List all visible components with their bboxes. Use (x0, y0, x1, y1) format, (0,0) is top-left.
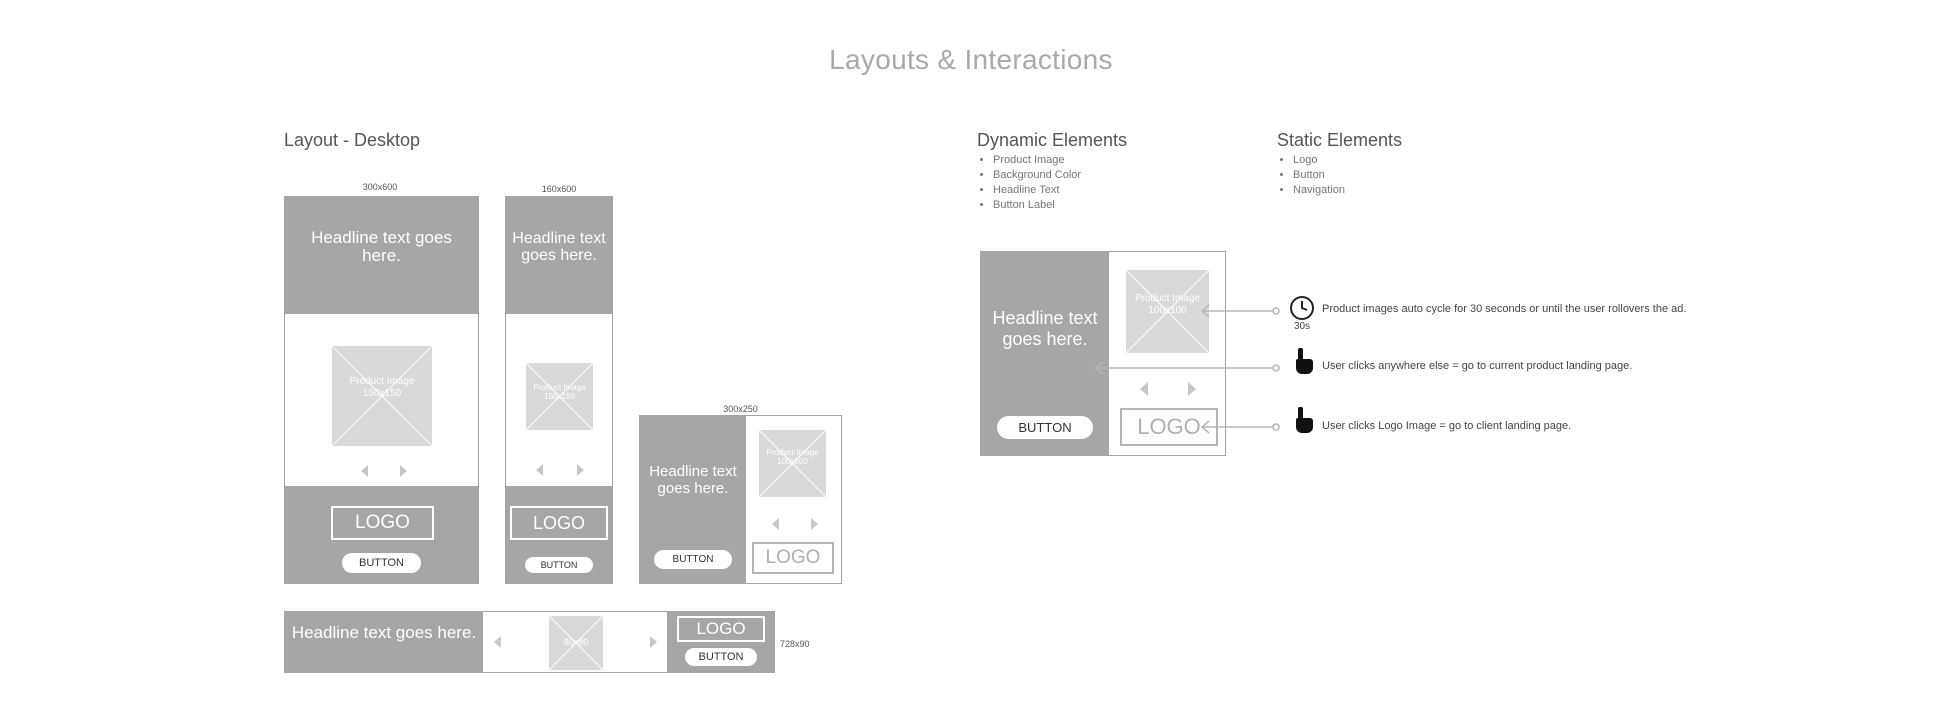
connector-arrows (1094, 304, 1280, 434)
ad-300x250-product-image: Product Image 100x100 (759, 430, 826, 497)
chevron-right-icon[interactable] (808, 517, 820, 531)
ad-300x600-button[interactable]: BUTTON (342, 553, 421, 573)
ad-728x90-logo[interactable]: LOGO (677, 616, 765, 642)
chevron-right-icon[interactable] (647, 635, 659, 649)
ad-728x90-size-label: 728x90 (780, 639, 810, 649)
list-item: Headline Text (993, 183, 1081, 198)
ad-728x90: Headline text goes here. 80x80 LOGO BUTT… (284, 611, 775, 673)
ad-160x600-image-label: Product Image 150x150 (533, 383, 586, 402)
dynamic-elements-list: Product Image Background Color Headline … (978, 153, 1081, 213)
ad-300x250-image-label: Product Image 100x100 (766, 448, 819, 467)
ad-160x600-headline-panel: Headline text goes here. (506, 197, 612, 314)
ad-300x250-size-label: 300x250 (723, 404, 758, 414)
list-item: Button (1293, 168, 1345, 183)
list-item: Product Image (993, 153, 1081, 168)
ad-300x250-headline-panel: Headline text goes here. BUTTON (640, 416, 746, 583)
ad-160x600-product-image: Product Image 150x150 (526, 363, 593, 430)
ad-728x90-image-label: 80x80 (563, 637, 589, 647)
chevron-left-icon[interactable] (1138, 381, 1150, 397)
ad-300x600-headline: Headline text goes here. (311, 228, 452, 265)
dynamic-elements-title: Dynamic Elements (977, 130, 1128, 150)
ad-300x600-headline-panel: Headline text goes here. (285, 197, 478, 314)
ad-728x90-footer-panel: LOGO BUTTON (667, 612, 774, 672)
interaction-ad-headline-panel: Headline text goes here. BUTTON (981, 252, 1109, 455)
ad-728x90-headline: Headline text goes here. (291, 623, 477, 642)
desktop-section-title: Layout - Desktop (284, 130, 421, 150)
interaction-ad-image-label: Product Image 100x100 (1134, 293, 1201, 316)
static-elements-title: Static Elements (1277, 130, 1403, 150)
interaction-ad[interactable]: Headline text goes here. BUTTON Product … (980, 251, 1226, 456)
hand-pointer-icon (1296, 407, 1313, 433)
static-elements-list: Logo Button Navigation (1278, 153, 1345, 198)
ad-300x600-size-label: 300x600 (362, 182, 398, 192)
chevron-right-icon[interactable] (574, 463, 586, 477)
note-autocycle: Product images auto cycle for 30 seconds… (1322, 303, 1687, 315)
list-item: Background Color (993, 168, 1081, 183)
ad-728x90-product-image: 80x80 (549, 616, 603, 670)
ad-300x600-logo[interactable]: LOGO (331, 506, 434, 540)
image-placeholder-cross (526, 363, 593, 430)
chevron-left-icon[interactable] (359, 464, 371, 478)
ad-300x250-headline: Headline text goes here. (649, 463, 737, 497)
note-click-anywhere: User clicks anywhere else = go to curren… (1322, 360, 1633, 372)
interaction-ad-product-image[interactable]: Product Image 100x100 (1126, 270, 1209, 353)
timer-label: 30s (1293, 321, 1311, 332)
chevron-right-icon[interactable] (1186, 381, 1198, 397)
clock-icon (1290, 296, 1314, 320)
list-item: Logo (1293, 153, 1345, 168)
interaction-ad-button[interactable]: BUTTON (997, 416, 1093, 439)
ad-728x90-button[interactable]: BUTTON (685, 648, 757, 666)
ad-160x600-headline: Headline text goes here. (512, 230, 606, 264)
note-click-logo: User clicks Logo Image = go to client la… (1322, 420, 1572, 432)
chevron-left-icon[interactable] (492, 635, 504, 649)
image-placeholder-cross (332, 346, 432, 446)
arrow-left-icon (1094, 361, 1280, 375)
image-placeholder-cross (759, 430, 826, 497)
chevron-left-icon[interactable] (534, 463, 546, 477)
hand-pointer-icon (1296, 348, 1313, 374)
page-title: Layouts & Interactions (829, 44, 1113, 75)
list-item: Button Label (993, 198, 1081, 213)
ad-160x600: Headline text goes here. Product Image 1… (505, 196, 613, 584)
ad-300x250: Headline text goes here. BUTTON Product … (639, 415, 842, 584)
ad-728x90-headline-panel: Headline text goes here. (285, 612, 483, 672)
ad-300x600-product-image: Product Image 150x150 (332, 346, 432, 446)
ad-300x250-button[interactable]: BUTTON (654, 550, 732, 569)
chevron-right-icon[interactable] (397, 464, 409, 478)
chevron-left-icon[interactable] (770, 517, 782, 531)
arrow-left-icon (1200, 420, 1280, 434)
image-placeholder-cross (1126, 270, 1209, 353)
interaction-ad-headline: Headline text goes here. (992, 308, 1098, 349)
ad-160x600-footer-panel: LOGO BUTTON (506, 486, 612, 583)
ad-300x600-footer-panel: LOGO BUTTON (285, 486, 478, 583)
ad-160x600-logo[interactable]: LOGO (510, 506, 608, 540)
ad-300x250-logo[interactable]: LOGO (752, 542, 834, 574)
image-placeholder-cross (549, 616, 603, 670)
ad-300x600: Headline text goes here. Product Image 1… (284, 196, 479, 584)
list-item: Navigation (1293, 183, 1345, 198)
ad-300x600-image-label: Product Image 150x150 (349, 376, 415, 399)
ad-160x600-button[interactable]: BUTTON (525, 557, 593, 573)
ad-160x600-size-label: 160x600 (541, 184, 577, 194)
arrow-left-icon (1200, 304, 1280, 318)
